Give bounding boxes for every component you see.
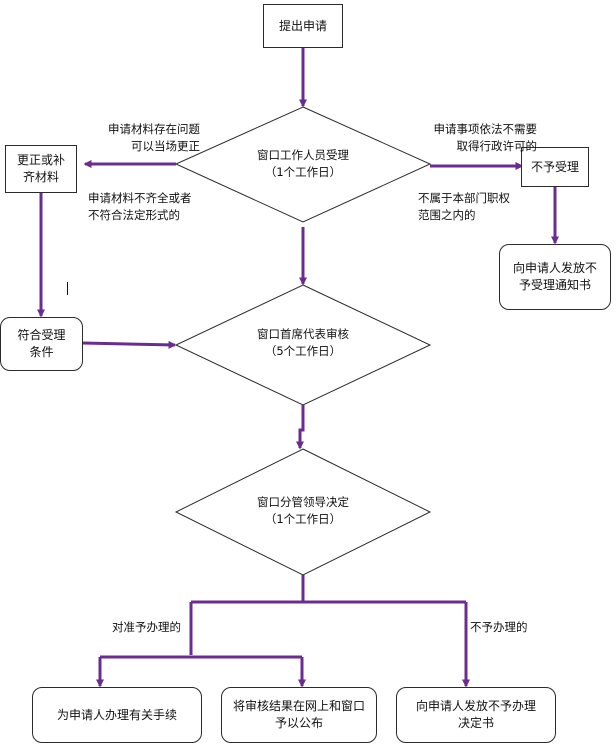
reception-diamond <box>174 106 432 223</box>
reject-node: 不予受理 <box>521 147 589 187</box>
procedures-node: 为申请人办理有关手续 <box>32 687 202 743</box>
correct-materials-node: 更正或补 齐材料 <box>5 145 77 193</box>
reception-diamond-label: 窗口工作人员受理 （1个工作日） <box>257 148 349 179</box>
reject-notice-node: 向申请人发放不 予受理通知书 <box>499 244 611 310</box>
arrow-qualified-to-chief-review <box>81 340 177 349</box>
edge-label-no-permit-needed: 申请事项依法不需要 取得行政许可的 <box>433 122 538 153</box>
no-handle-decision-node: 向申请人发放不予办理 决定书 <box>396 687 556 743</box>
qualified-node: 符合受理 条件 <box>0 317 83 371</box>
edge-label-not-approved: 不予办理的 <box>470 620 528 634</box>
leader-decision-diamond-label: 窗口分管领导决定 （1个工作日） <box>257 495 349 526</box>
edge-label-incomplete: 申请材料不齐全或者 不符合法定形式的 <box>88 191 192 222</box>
start-node: 提出申请 <box>263 4 343 48</box>
edge-label-approved: 对准予办理的 <box>112 620 181 634</box>
edge-label-out-of-scope: 不属于本部门职权 范围之内的 <box>418 191 510 222</box>
text-cursor-mark <box>67 282 68 295</box>
edge-label-correctable: 申请材料存在问题 可以当场更正 <box>108 122 200 153</box>
arrow-chief-review-to-leader <box>296 405 305 450</box>
chief-review-diamond-label: 窗口首席代表审核 （5个工作日） <box>257 327 349 358</box>
publish-node: 将审核结果在网上和窗口 予以公布 <box>221 687 377 743</box>
